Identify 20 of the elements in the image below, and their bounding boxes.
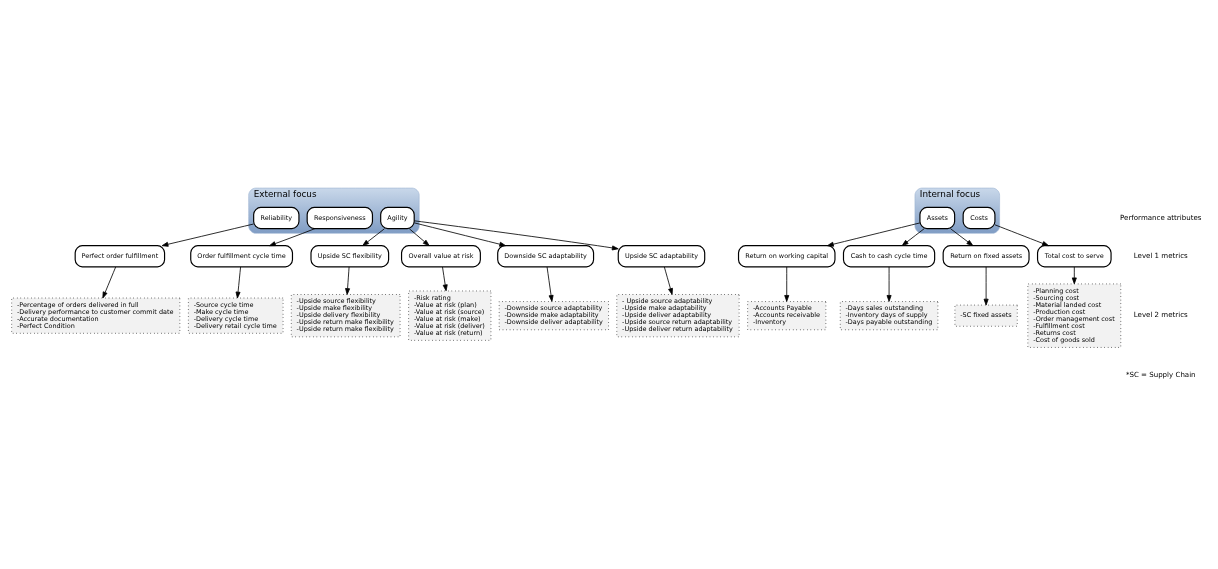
arrow bbox=[235, 266, 241, 299]
arrow bbox=[827, 222, 921, 247]
arrow bbox=[442, 266, 448, 292]
arrow bbox=[886, 266, 892, 302]
arrow bbox=[408, 228, 430, 246]
arrow bbox=[269, 228, 316, 247]
arrow bbox=[994, 224, 1049, 247]
arrow bbox=[413, 220, 619, 251]
arrow bbox=[546, 266, 554, 302]
arrow bbox=[901, 228, 925, 246]
arrow bbox=[663, 266, 673, 295]
arrow bbox=[161, 223, 254, 247]
arrow bbox=[1071, 266, 1077, 285]
arrow bbox=[784, 266, 790, 302]
arrow bbox=[950, 228, 974, 246]
arrow bbox=[362, 228, 385, 246]
arrow bbox=[345, 266, 351, 295]
arrow bbox=[102, 266, 117, 299]
arrow bbox=[983, 266, 989, 306]
arrow bbox=[414, 222, 507, 247]
